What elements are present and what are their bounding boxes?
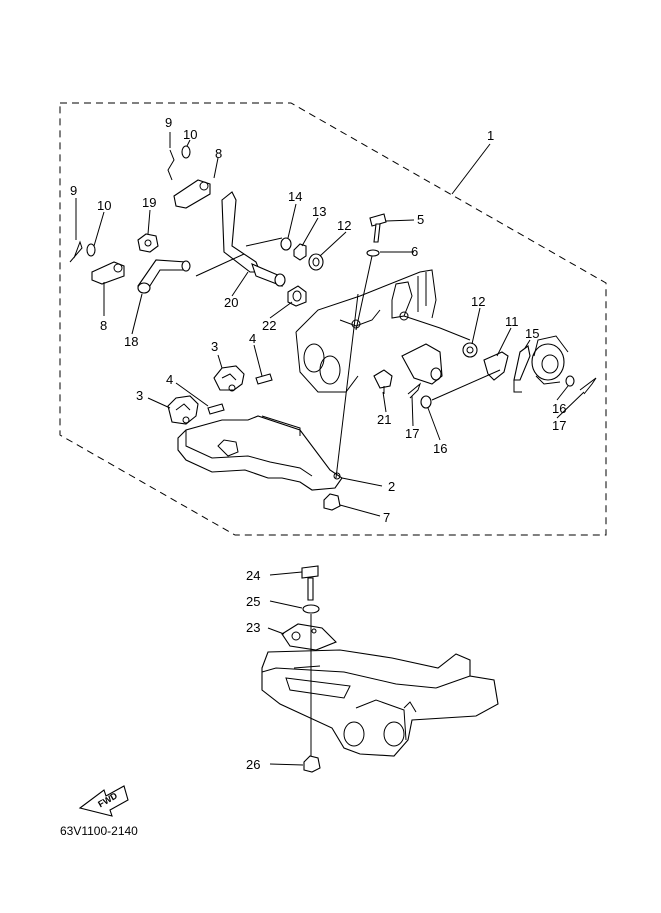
callout-20: 20 <box>224 295 238 310</box>
link-arm-18 <box>137 259 191 294</box>
washer-10-upper <box>181 145 191 159</box>
washer-16-right <box>565 375 575 387</box>
leader-lines <box>75 132 585 766</box>
callout-6: 6 <box>411 244 418 259</box>
cam-assembly <box>531 335 569 385</box>
clip-17-right <box>579 377 597 395</box>
callout-23: 23 <box>246 620 260 635</box>
nut-7 <box>323 493 341 511</box>
clamp-lower <box>167 395 199 425</box>
bracket-plate <box>177 415 343 491</box>
callout-19: 19 <box>142 195 156 210</box>
callout-14: 14 <box>288 189 302 204</box>
valve-body <box>401 343 443 385</box>
callout-2: 2 <box>388 479 395 494</box>
pin-lower <box>207 403 225 415</box>
callout-4-lower: 4 <box>166 372 173 387</box>
lever-11 <box>483 351 509 381</box>
callout-11: 11 <box>505 314 519 329</box>
callout-7: 7 <box>383 510 390 525</box>
callout-18: 18 <box>124 334 138 349</box>
washer-16-left <box>420 395 432 409</box>
callout-17-left: 17 <box>405 426 419 441</box>
bush-22 <box>287 285 307 307</box>
callout-16-right: 16 <box>552 401 566 416</box>
callout-15: 15 <box>525 326 539 341</box>
callout-9-lower: 9 <box>70 183 77 198</box>
callout-labels: 1 2 3 3 4 4 5 6 7 8 8 9 9 10 10 11 12 12… <box>70 115 566 772</box>
diagram-code: 63V1100-2140 <box>60 824 138 838</box>
callout-8-lower: 8 <box>100 318 107 333</box>
clip-9-lower <box>69 240 83 263</box>
callout-9-upper: 9 <box>165 115 172 130</box>
callout-3-upper: 3 <box>211 339 218 354</box>
washer-10-lower <box>86 243 96 257</box>
callout-17-right: 17 <box>552 418 566 433</box>
bolt-21 <box>373 369 393 394</box>
washer-6 <box>366 249 380 257</box>
callout-13: 13 <box>312 204 326 219</box>
callout-12-upper: 12 <box>337 218 351 233</box>
washer-14 <box>280 237 292 251</box>
clip-17-left <box>407 382 422 399</box>
callout-8-upper: 8 <box>215 146 222 161</box>
pin-upper <box>255 373 273 385</box>
callout-10-upper: 10 <box>183 127 197 142</box>
bolt-5 <box>369 213 387 243</box>
callout-12-lower: 12 <box>471 294 485 309</box>
callout-21: 21 <box>377 412 391 427</box>
plate-23 <box>281 623 337 651</box>
collar-12-lower <box>462 342 478 358</box>
callout-10-lower: 10 <box>97 198 111 213</box>
joint-8-lower <box>91 261 125 285</box>
fwd-arrow-icon: FWD <box>78 785 129 817</box>
mount-bracket <box>261 649 499 757</box>
bolt-24 <box>301 565 319 601</box>
callout-3-lower: 3 <box>136 388 143 403</box>
link-arm-20 <box>195 191 286 287</box>
callout-25: 25 <box>246 594 260 609</box>
assembly-boundary <box>59 102 607 536</box>
washer-25 <box>302 604 320 614</box>
callout-5: 5 <box>417 212 424 227</box>
clamp-upper <box>213 365 245 392</box>
joint-8-upper <box>173 179 211 209</box>
collar-12-upper <box>308 253 324 271</box>
callout-24: 24 <box>246 568 260 583</box>
callout-26: 26 <box>246 757 260 772</box>
callout-22: 22 <box>262 318 276 333</box>
nut-13 <box>293 243 307 261</box>
callout-16-left: 16 <box>433 441 447 456</box>
rod-15 <box>513 345 531 393</box>
callout-1: 1 <box>487 128 494 143</box>
clip-9-upper <box>167 149 175 181</box>
engine-casing <box>295 269 437 393</box>
nut-19 <box>137 233 159 253</box>
callout-4-upper: 4 <box>249 331 256 346</box>
nut-26 <box>303 755 321 773</box>
